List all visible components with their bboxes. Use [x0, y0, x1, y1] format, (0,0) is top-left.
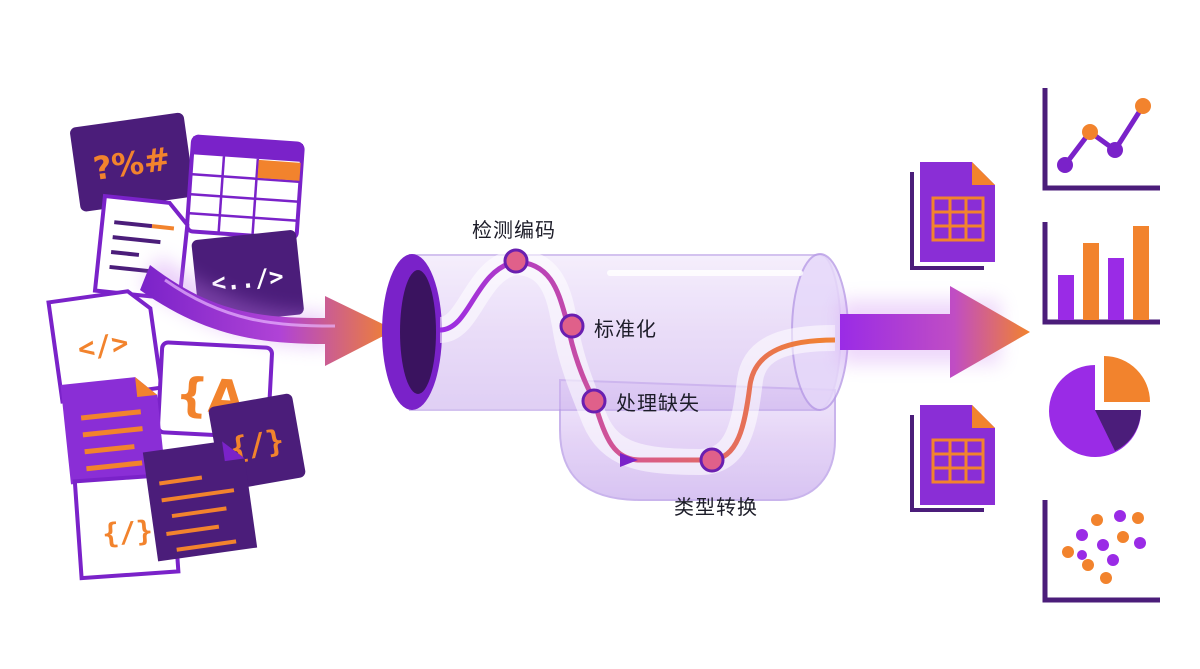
symbols-card: ?%# — [70, 112, 195, 212]
step-node-4 — [699, 447, 725, 473]
purple-doc-icon — [60, 377, 166, 485]
output-flow-arrow — [840, 286, 1030, 378]
spreadsheet-icon — [185, 134, 305, 241]
output-spreadsheet-file-1 — [910, 162, 995, 270]
bar-chart-icon — [1042, 222, 1160, 325]
dark-code-doc-icon — [142, 441, 258, 562]
step-node-3 — [581, 388, 607, 414]
step-label-normalize: 标准化 — [594, 317, 657, 341]
input-flow-arrow — [140, 256, 395, 366]
step-node-1 — [503, 248, 529, 274]
processing-pipe — [382, 248, 849, 501]
input-files-cluster: ?%# — [46, 112, 306, 581]
pie-chart-icon — [1049, 356, 1150, 458]
step-node-2 — [559, 313, 585, 339]
scatter-chart-icon — [1042, 500, 1160, 603]
step-label-handle-missing: 处理缺失 — [616, 391, 700, 415]
step-label-detect-encoding: 检测编码 — [472, 218, 556, 242]
brace-doc-text: {/} — [101, 514, 154, 550]
code-doc-text: </> — [76, 326, 131, 366]
output-spreadsheet-file-2 — [910, 405, 995, 512]
line-chart-icon — [1042, 88, 1160, 191]
step-label-type-conversion: 类型转换 — [674, 495, 758, 519]
code-doc-icon: </> — [46, 289, 164, 404]
